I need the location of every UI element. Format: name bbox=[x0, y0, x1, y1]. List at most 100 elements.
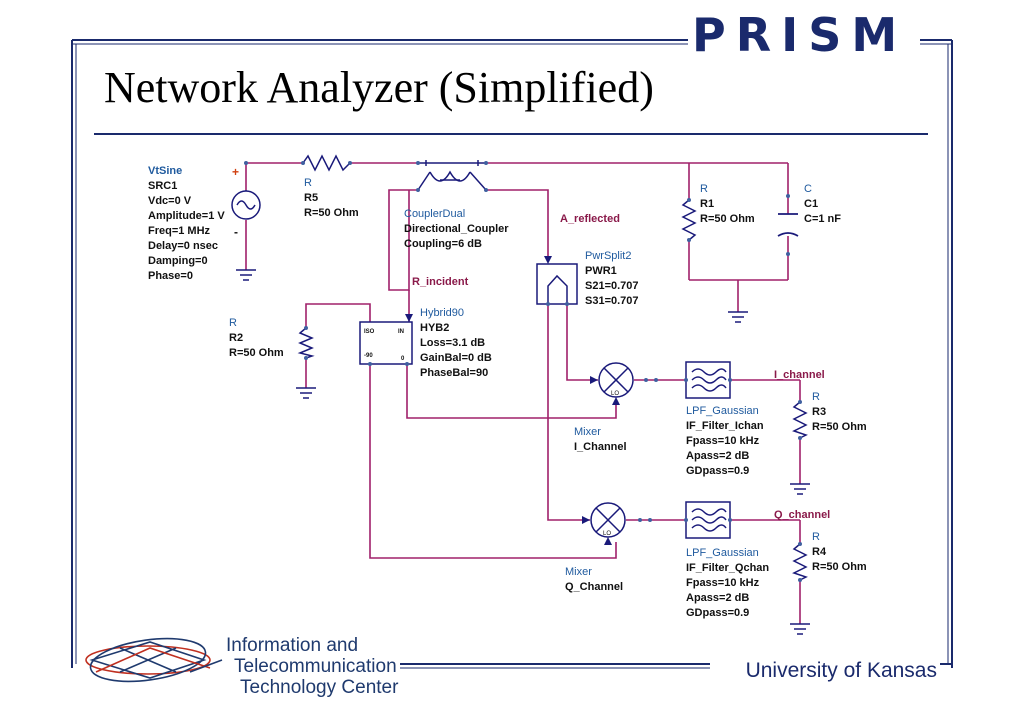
svg-text:IF_Filter_Ichan: IF_Filter_Ichan bbox=[686, 420, 764, 432]
svg-text:Loss=3.1 dB: Loss=3.1 dB bbox=[420, 337, 485, 349]
lpf-i-label: LPF_Gaussian IF_Filter_Ichan Fpass=10 kH… bbox=[686, 405, 764, 477]
svg-text:R=50 Ohm: R=50 Ohm bbox=[229, 347, 284, 359]
svg-text:Fpass=10 kHz: Fpass=10 kHz bbox=[686, 435, 760, 447]
pwrsplit-symbol bbox=[536, 263, 578, 305]
pwrsplit-label: PwrSplit2 PWR1 S21=0.707 S31=0.707 bbox=[585, 250, 639, 307]
net-a-reflected: A_reflected bbox=[560, 213, 620, 225]
ground-icon bbox=[236, 269, 256, 281]
mixer-i-lo-pin: LO bbox=[611, 391, 619, 397]
ground-icon bbox=[790, 483, 810, 495]
mixer-i-symbol bbox=[598, 362, 634, 398]
itc-logo-text: Information and Telecommunication Techno… bbox=[226, 635, 398, 698]
r3-resistor-symbol bbox=[792, 401, 808, 439]
mixer-i-label: Mixer I_Channel bbox=[574, 426, 627, 453]
r1-label: R R1 R=50 Ohm bbox=[700, 183, 755, 225]
svg-text:HYB2: HYB2 bbox=[420, 322, 449, 334]
svg-text:GDpass=0.9: GDpass=0.9 bbox=[686, 465, 749, 477]
source-minus-label: - bbox=[234, 225, 238, 239]
mixer-q-label: Mixer Q_Channel bbox=[565, 566, 623, 593]
vtsine-type: VtSine bbox=[148, 165, 182, 177]
logo-line-2: Telecommunication bbox=[234, 656, 397, 677]
svg-text:R: R bbox=[812, 391, 820, 403]
net-r-incident: R_incident bbox=[412, 276, 469, 288]
r1-resistor-symbol bbox=[681, 199, 697, 241]
svg-text:I_Channel: I_Channel bbox=[574, 441, 627, 453]
svg-text:GDpass=0.9: GDpass=0.9 bbox=[686, 607, 749, 619]
c1-label: C C1 C=1 nF bbox=[804, 183, 841, 225]
c1-capacitor-symbol bbox=[777, 213, 799, 237]
schematic: + - bbox=[148, 154, 867, 635]
svg-text:R=50 Ohm: R=50 Ohm bbox=[812, 561, 867, 573]
r4-resistor-symbol bbox=[792, 543, 808, 581]
svg-text:R=50 Ohm: R=50 Ohm bbox=[700, 213, 755, 225]
svg-text:Mixer: Mixer bbox=[565, 566, 592, 578]
svg-text:Delay=0 nsec: Delay=0 nsec bbox=[148, 240, 218, 252]
svg-text:Vdc=0 V: Vdc=0 V bbox=[148, 195, 192, 207]
svg-text:Mixer: Mixer bbox=[574, 426, 601, 438]
svg-text:Fpass=10 kHz: Fpass=10 kHz bbox=[686, 577, 760, 589]
svg-text:R: R bbox=[812, 531, 820, 543]
svg-text:Directional_Coupler: Directional_Coupler bbox=[404, 223, 509, 235]
ground-icon bbox=[296, 387, 316, 399]
svg-text:Apass=2 dB: Apass=2 dB bbox=[686, 450, 749, 462]
svg-text:C: C bbox=[804, 183, 812, 195]
ground-icon bbox=[790, 623, 810, 635]
hybrid-in-pin: IN bbox=[398, 329, 404, 335]
svg-text:PWR1: PWR1 bbox=[585, 265, 617, 277]
frame-lines bbox=[71, 39, 953, 669]
logo-line-1: Information and bbox=[226, 635, 359, 656]
svg-text:Apass=2 dB: Apass=2 dB bbox=[686, 592, 749, 604]
ground-icon bbox=[728, 311, 748, 323]
r5-label: R R5 R=50 Ohm bbox=[304, 177, 359, 219]
svg-text:PwrSplit2: PwrSplit2 bbox=[585, 250, 631, 262]
vtsine-label: VtSine SRC1 Vdc=0 V Amplitude=1 V Freq=1… bbox=[148, 165, 225, 282]
svg-text:R5: R5 bbox=[304, 192, 318, 204]
wires bbox=[245, 162, 801, 624]
svg-text:C1: C1 bbox=[804, 198, 818, 210]
svg-text:R4: R4 bbox=[812, 546, 827, 558]
svg-text:S31=0.707: S31=0.707 bbox=[585, 295, 639, 307]
svg-text:S21=0.707: S21=0.707 bbox=[585, 280, 639, 292]
hybrid-label: Hybrid90 HYB2 Loss=3.1 dB GainBal=0 dB P… bbox=[420, 307, 492, 379]
brand-logo: PRISM bbox=[692, 8, 908, 62]
lpf-q-label: LPF_Gaussian IF_Filter_Qchan Fpass=10 kH… bbox=[686, 547, 769, 619]
coupler-symbol bbox=[417, 160, 487, 191]
net-q-channel: Q_channel bbox=[774, 509, 830, 521]
svg-text:Amplitude=1 V: Amplitude=1 V bbox=[148, 210, 225, 222]
svg-text:Phase=0: Phase=0 bbox=[148, 270, 193, 282]
svg-text:Freq=1 MHz: Freq=1 MHz bbox=[148, 225, 211, 237]
arrow-icons bbox=[405, 256, 620, 545]
svg-text:IF_Filter_Qchan: IF_Filter_Qchan bbox=[686, 562, 769, 574]
lpf-i-symbol bbox=[685, 361, 731, 399]
hybrid-90-pin: -90 bbox=[364, 353, 373, 359]
svg-text:R=50 Ohm: R=50 Ohm bbox=[812, 421, 867, 433]
svg-text:Q_Channel: Q_Channel bbox=[565, 581, 623, 593]
net-i-channel: I_channel bbox=[774, 369, 825, 381]
source-plus-label: + bbox=[232, 165, 239, 179]
mixer-q-symbol bbox=[590, 502, 626, 538]
svg-text:R: R bbox=[229, 317, 237, 329]
svg-text:GainBal=0 dB: GainBal=0 dB bbox=[420, 352, 492, 364]
svg-text:PhaseBal=90: PhaseBal=90 bbox=[420, 367, 488, 379]
svg-text:R=50 Ohm: R=50 Ohm bbox=[304, 207, 359, 219]
mixer-q-lo-pin: LO bbox=[603, 531, 611, 537]
r4-label: R R4 R=50 Ohm bbox=[812, 531, 867, 573]
svg-text:R1: R1 bbox=[700, 198, 714, 210]
svg-text:C=1 nF: C=1 nF bbox=[804, 213, 841, 225]
slide-title: Network Analyzer (Simplified) bbox=[104, 63, 654, 112]
itc-logo-icon bbox=[85, 637, 223, 683]
r5-resistor-symbol bbox=[302, 154, 351, 172]
svg-text:LPF_Gaussian: LPF_Gaussian bbox=[686, 547, 759, 559]
r3-label: R R3 R=50 Ohm bbox=[812, 391, 867, 433]
svg-text:R2: R2 bbox=[229, 332, 243, 344]
hybrid-iso-pin: ISO bbox=[364, 329, 375, 335]
svg-text:Coupling=6 dB: Coupling=6 dB bbox=[404, 238, 482, 250]
svg-text:SRC1: SRC1 bbox=[148, 180, 177, 192]
lpf-q-symbol bbox=[685, 501, 731, 539]
hybrid90-symbol bbox=[359, 321, 413, 365]
svg-text:R: R bbox=[304, 177, 312, 189]
logo-line-3: Technology Center bbox=[240, 677, 399, 698]
svg-text:R: R bbox=[700, 183, 708, 195]
svg-text:R3: R3 bbox=[812, 406, 826, 418]
r2-resistor-symbol bbox=[297, 327, 315, 359]
